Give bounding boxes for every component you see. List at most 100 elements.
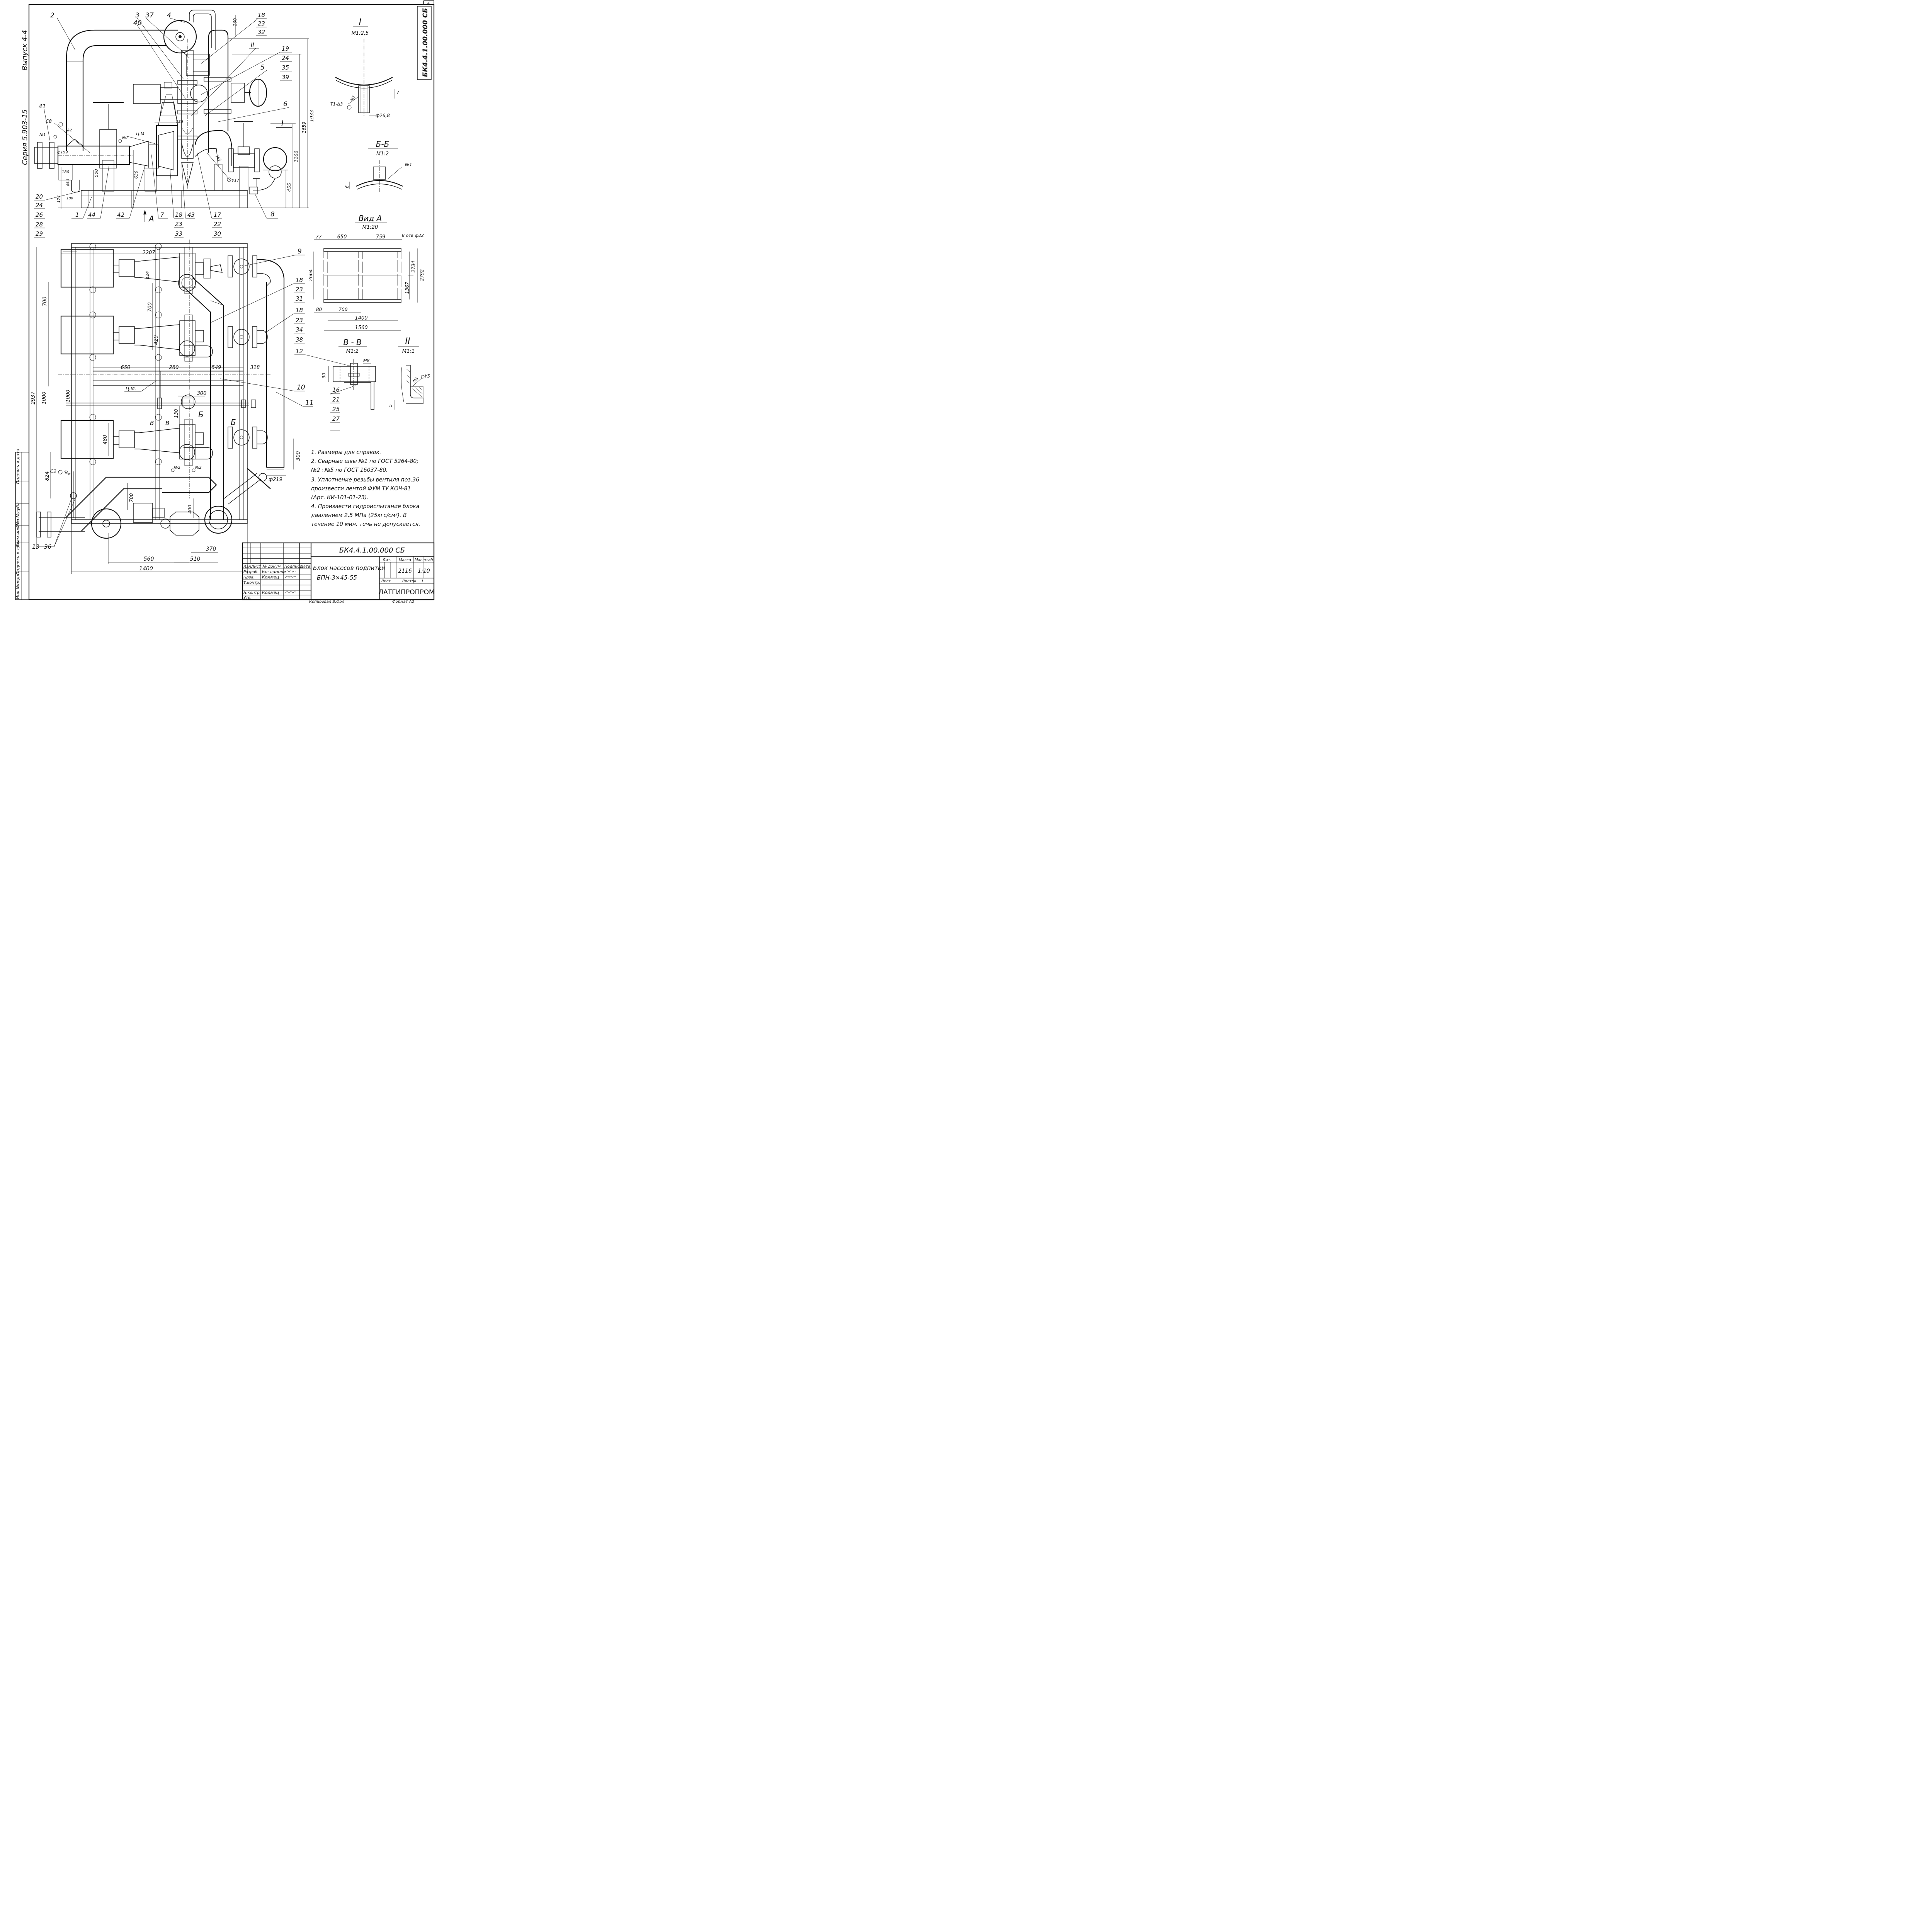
note-line-4: 3. Уплотнение резьбы вентиля поз.36	[311, 477, 419, 483]
view-A-dim-759: 759	[376, 234, 386, 240]
plan-dim-560: 560	[144, 556, 154, 562]
plan-leader-23b: 23	[296, 317, 303, 324]
tb-name-prov: Колмец	[262, 575, 279, 580]
plan-section-V-left: В	[150, 420, 154, 427]
plan-dimension-lines	[36, 247, 294, 574]
weld-U17: У17	[232, 179, 239, 183]
plan-dim-480: 480	[102, 435, 108, 445]
front-leader-lines	[44, 18, 289, 181]
tb-title-line1: Блок насосов подпитки	[313, 565, 385, 571]
view-arrow-A: А	[148, 214, 154, 223]
plan-leader-38: 38	[296, 336, 303, 343]
plan-dim-1000a: 1000	[41, 391, 47, 404]
section-VV-leader-27: 27	[332, 415, 340, 422]
leader-32: 32	[258, 29, 265, 36]
plan-leader-13: 13	[32, 543, 39, 550]
plan-dim-124: 124	[145, 271, 150, 279]
stamp-inv-dup: Инв.№дубл.	[15, 501, 20, 527]
view-A-dim-77: 77	[316, 234, 322, 240]
leader-7: 7	[160, 211, 164, 218]
plan-dim-1000b: 1000	[65, 389, 71, 402]
sheet-frame	[28, 0, 435, 600]
leader-4: 4	[167, 12, 171, 19]
cm-label-front: Ц.М	[136, 131, 145, 136]
tb-header-list: Лист	[251, 565, 262, 569]
section-II-scale: М1:1	[402, 349, 415, 354]
rotated-drawing-code: БК4.4.1.00.000 СБ	[422, 8, 429, 77]
section-VV-leader-25: 25	[332, 406, 340, 413]
weld-C8: С8	[46, 119, 52, 124]
tb-name-nkontr: Колмец	[262, 590, 279, 595]
note-line-1: 1. Размеры для справок.	[311, 449, 381, 456]
leader-8: 8	[270, 211, 275, 218]
view-A-dim-2792: 2792	[419, 269, 425, 281]
tb-drawing-code: БК4.4.1.00.000 СБ	[339, 546, 405, 554]
plan-weld-no2a: №2	[173, 466, 180, 470]
section-VV-M8: М8	[363, 358, 370, 363]
view-A-dim-1560: 1560	[355, 325, 367, 331]
section-I-weld-1: №1	[350, 95, 356, 102]
dim-630: 630	[134, 171, 139, 179]
leader-17: 17	[214, 211, 221, 218]
signature-prov	[285, 576, 296, 578]
plan-leader-34: 34	[296, 326, 303, 333]
signature-razrab	[285, 570, 296, 573]
leader-43: 43	[187, 211, 195, 218]
leader-30: 30	[214, 230, 221, 237]
leader-18: 18	[258, 12, 265, 19]
tb-header-doc: № докум.	[262, 565, 282, 569]
section-VV-dim-5: 5	[388, 405, 393, 407]
plan-dim-2937: 2937	[31, 391, 36, 405]
plan-dim-2207: 2207	[142, 250, 155, 256]
tb-organization: ЛАТГИПРОПРОМ	[378, 588, 434, 596]
leader-39: 39	[282, 74, 289, 81]
dim-180: 180	[62, 170, 69, 174]
dim-f8-8: ф8,8	[66, 179, 70, 186]
plan-leader-11: 11	[305, 399, 314, 407]
leader-44: 44	[88, 211, 95, 218]
section-II-title: II	[405, 337, 410, 346]
leader-24: 24	[282, 54, 289, 61]
plan-weld-no4: №4	[63, 469, 71, 477]
front-view	[34, 10, 287, 208]
section-VV-leader-21: 21	[332, 396, 340, 403]
tb-lit-label: Лит.	[382, 558, 391, 562]
plan-dim-300a: 300	[197, 391, 207, 396]
leader-5: 5	[260, 64, 265, 71]
dim-1933: 1933	[309, 110, 315, 122]
stamp-sign-date-1: Подпись и дата	[15, 539, 20, 575]
weld-no1-left: №1	[39, 133, 46, 137]
stamp-sign-date-2: Подпись и дата	[15, 449, 20, 484]
issue-label: Выпуск 4-4	[21, 30, 29, 71]
section-I-dim-7: 7	[396, 90, 399, 95]
section-I-label-T1: Т1-Δ3	[330, 102, 343, 107]
view-A-title: Вид А	[359, 214, 382, 223]
section-BB-scale: М1:2	[376, 151, 389, 157]
plan-dim-650: 650	[121, 365, 131, 371]
plan-leader-9: 9	[298, 248, 302, 255]
tb-sheet-label: Лист	[381, 579, 391, 583]
technical-notes: 1. Размеры для справок. 2. Сварные швы №…	[311, 449, 420, 527]
leader-18b: 18	[175, 211, 182, 218]
section-VV-scale: М1:2	[346, 349, 359, 354]
view-A-dim-2664: 2664	[308, 269, 313, 281]
leader-26: 26	[36, 211, 43, 218]
dim-500: 500	[94, 169, 99, 177]
plan-dim-549: 549	[212, 365, 221, 371]
section-I-title: I	[359, 17, 362, 27]
tb-sheets-label: Листов	[401, 579, 416, 583]
note-line-2: 2. Сварные швы №1 по ГОСТ 5264-80;	[311, 458, 418, 464]
section-BB-title: Б-Б	[376, 139, 389, 149]
leader-1: 1	[75, 211, 79, 218]
dim-335: 335	[176, 120, 183, 124]
section-VV-leader-16: 16	[332, 386, 340, 393]
section-BB-weld-1: №1	[405, 162, 412, 167]
section-mark-I: I	[281, 118, 284, 128]
plan-leader-10: 10	[297, 384, 305, 391]
drawing-sheet: 4 БК4.4.1.00.000 СБ Выпуск 4-4 Серия 5.9…	[0, 0, 441, 603]
plan-section-B-right: Б	[231, 418, 236, 427]
section-VV-dim-30: 30	[321, 373, 327, 378]
plan-dim-130: 130	[173, 409, 179, 418]
view-A-dim-1367: 1367	[405, 282, 410, 294]
plan-dim-370: 370	[206, 546, 216, 552]
